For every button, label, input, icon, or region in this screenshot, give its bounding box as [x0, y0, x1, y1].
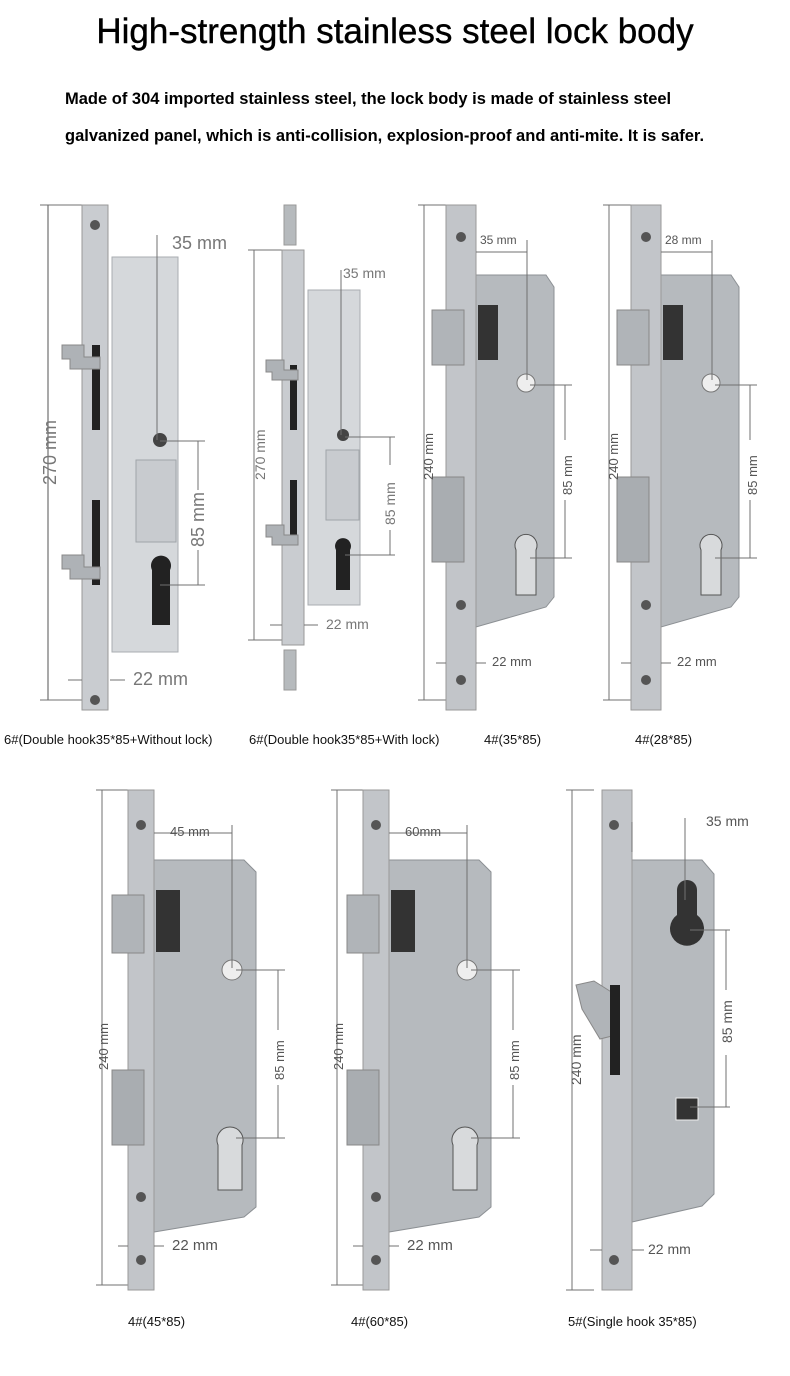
product-lock-4-28x85: 28 mm 240 mm 85 mm 22 mm 4#(28*85)	[595, 195, 790, 755]
product-lock-5-single-hook-35x85: 35 mm 240 mm 85 mm 22 mm 5#(Single hook …	[560, 780, 790, 1340]
lock-body-illustration-icon	[40, 204, 205, 711]
height-dimension: 240 mm	[421, 433, 436, 480]
product-caption: 4#(35*85)	[484, 732, 542, 747]
backset-dimension: 35 mm	[172, 233, 228, 253]
backset-dimension: 35 mm	[706, 813, 749, 829]
product-lock-6-double-hook-without-lock: 35 mm 270 mm 85 mm 22 mm 6#(Double hook3…	[0, 195, 240, 755]
page-title: High-strength stainless steel lock body	[96, 12, 694, 51]
faceplate-dimension: 22 mm	[326, 616, 369, 632]
faceplate-dimension: 22 mm	[172, 1237, 218, 1254]
lock-body-illustration-icon	[96, 789, 285, 1291]
lock-body-illustration-icon	[566, 789, 730, 1291]
faceplate-dimension: 22 mm	[133, 669, 189, 689]
backset-dimension: 28 mm	[665, 233, 702, 247]
product-caption: 4#(45*85)	[128, 1314, 186, 1329]
faceplate-dimension: 22 mm	[677, 654, 717, 669]
backset-dimension: 35 mm	[343, 265, 386, 281]
center-dimension: 85 mm	[719, 1000, 735, 1043]
lock-body-illustration-icon	[603, 204, 757, 711]
product-lock-4-45x85: 45 mm 240 mm 85 mm 22 mm 4#(45*85)	[90, 780, 310, 1340]
backset-dimension: 45 mm	[170, 824, 210, 839]
center-dimension: 85 mm	[507, 1040, 522, 1080]
height-dimension: 240 mm	[606, 433, 621, 480]
product-lock-4-60x85: 60mm 240 mm 85 mm 22 mm 4#(60*85)	[325, 780, 545, 1340]
center-dimension: 85 mm	[745, 455, 760, 495]
height-dimension: 270 mm	[252, 429, 268, 480]
faceplate-dimension: 22 mm	[648, 1241, 691, 1257]
center-dimension: 85 mm	[188, 491, 208, 547]
product-caption: 6#(Double hook35*85+Without lock)	[4, 732, 213, 747]
center-dimension: 85 mm	[272, 1040, 287, 1080]
lock-body-illustration-icon	[248, 204, 395, 691]
height-dimension: 240 mm	[568, 1034, 584, 1085]
lock-body-illustration-icon	[418, 204, 572, 711]
height-dimension: 240 mm	[331, 1023, 346, 1070]
product-lock-6-double-hook-with-lock: 35 mm 270 mm 85 mm 22 mm 6#(Double hook3…	[240, 195, 450, 755]
product-caption: 6#(Double hook35*85+With lock)	[249, 732, 440, 747]
backset-dimension: 35 mm	[480, 233, 517, 247]
faceplate-dimension: 22 mm	[492, 654, 532, 669]
backset-dimension: 60mm	[405, 824, 442, 839]
product-lock-4-35x85: 35 mm 240 mm 85 mm 22 mm 4#(35*85)	[410, 195, 600, 755]
faceplate-dimension: 22 mm	[407, 1237, 453, 1254]
lock-body-illustration-icon	[331, 789, 520, 1291]
height-dimension: 270 mm	[40, 419, 60, 485]
description-line-2: galvanized panel, which is anti-collisio…	[65, 127, 705, 145]
center-dimension: 85 mm	[560, 455, 575, 495]
product-caption: 5#(Single hook 35*85)	[568, 1314, 697, 1329]
center-dimension: 85 mm	[382, 482, 398, 525]
product-caption: 4#(60*85)	[351, 1314, 409, 1329]
description-line-1: Made of 304 imported stainless steel, th…	[65, 90, 672, 108]
height-dimension: 240 mm	[96, 1023, 111, 1070]
product-caption: 4#(28*85)	[635, 732, 693, 747]
